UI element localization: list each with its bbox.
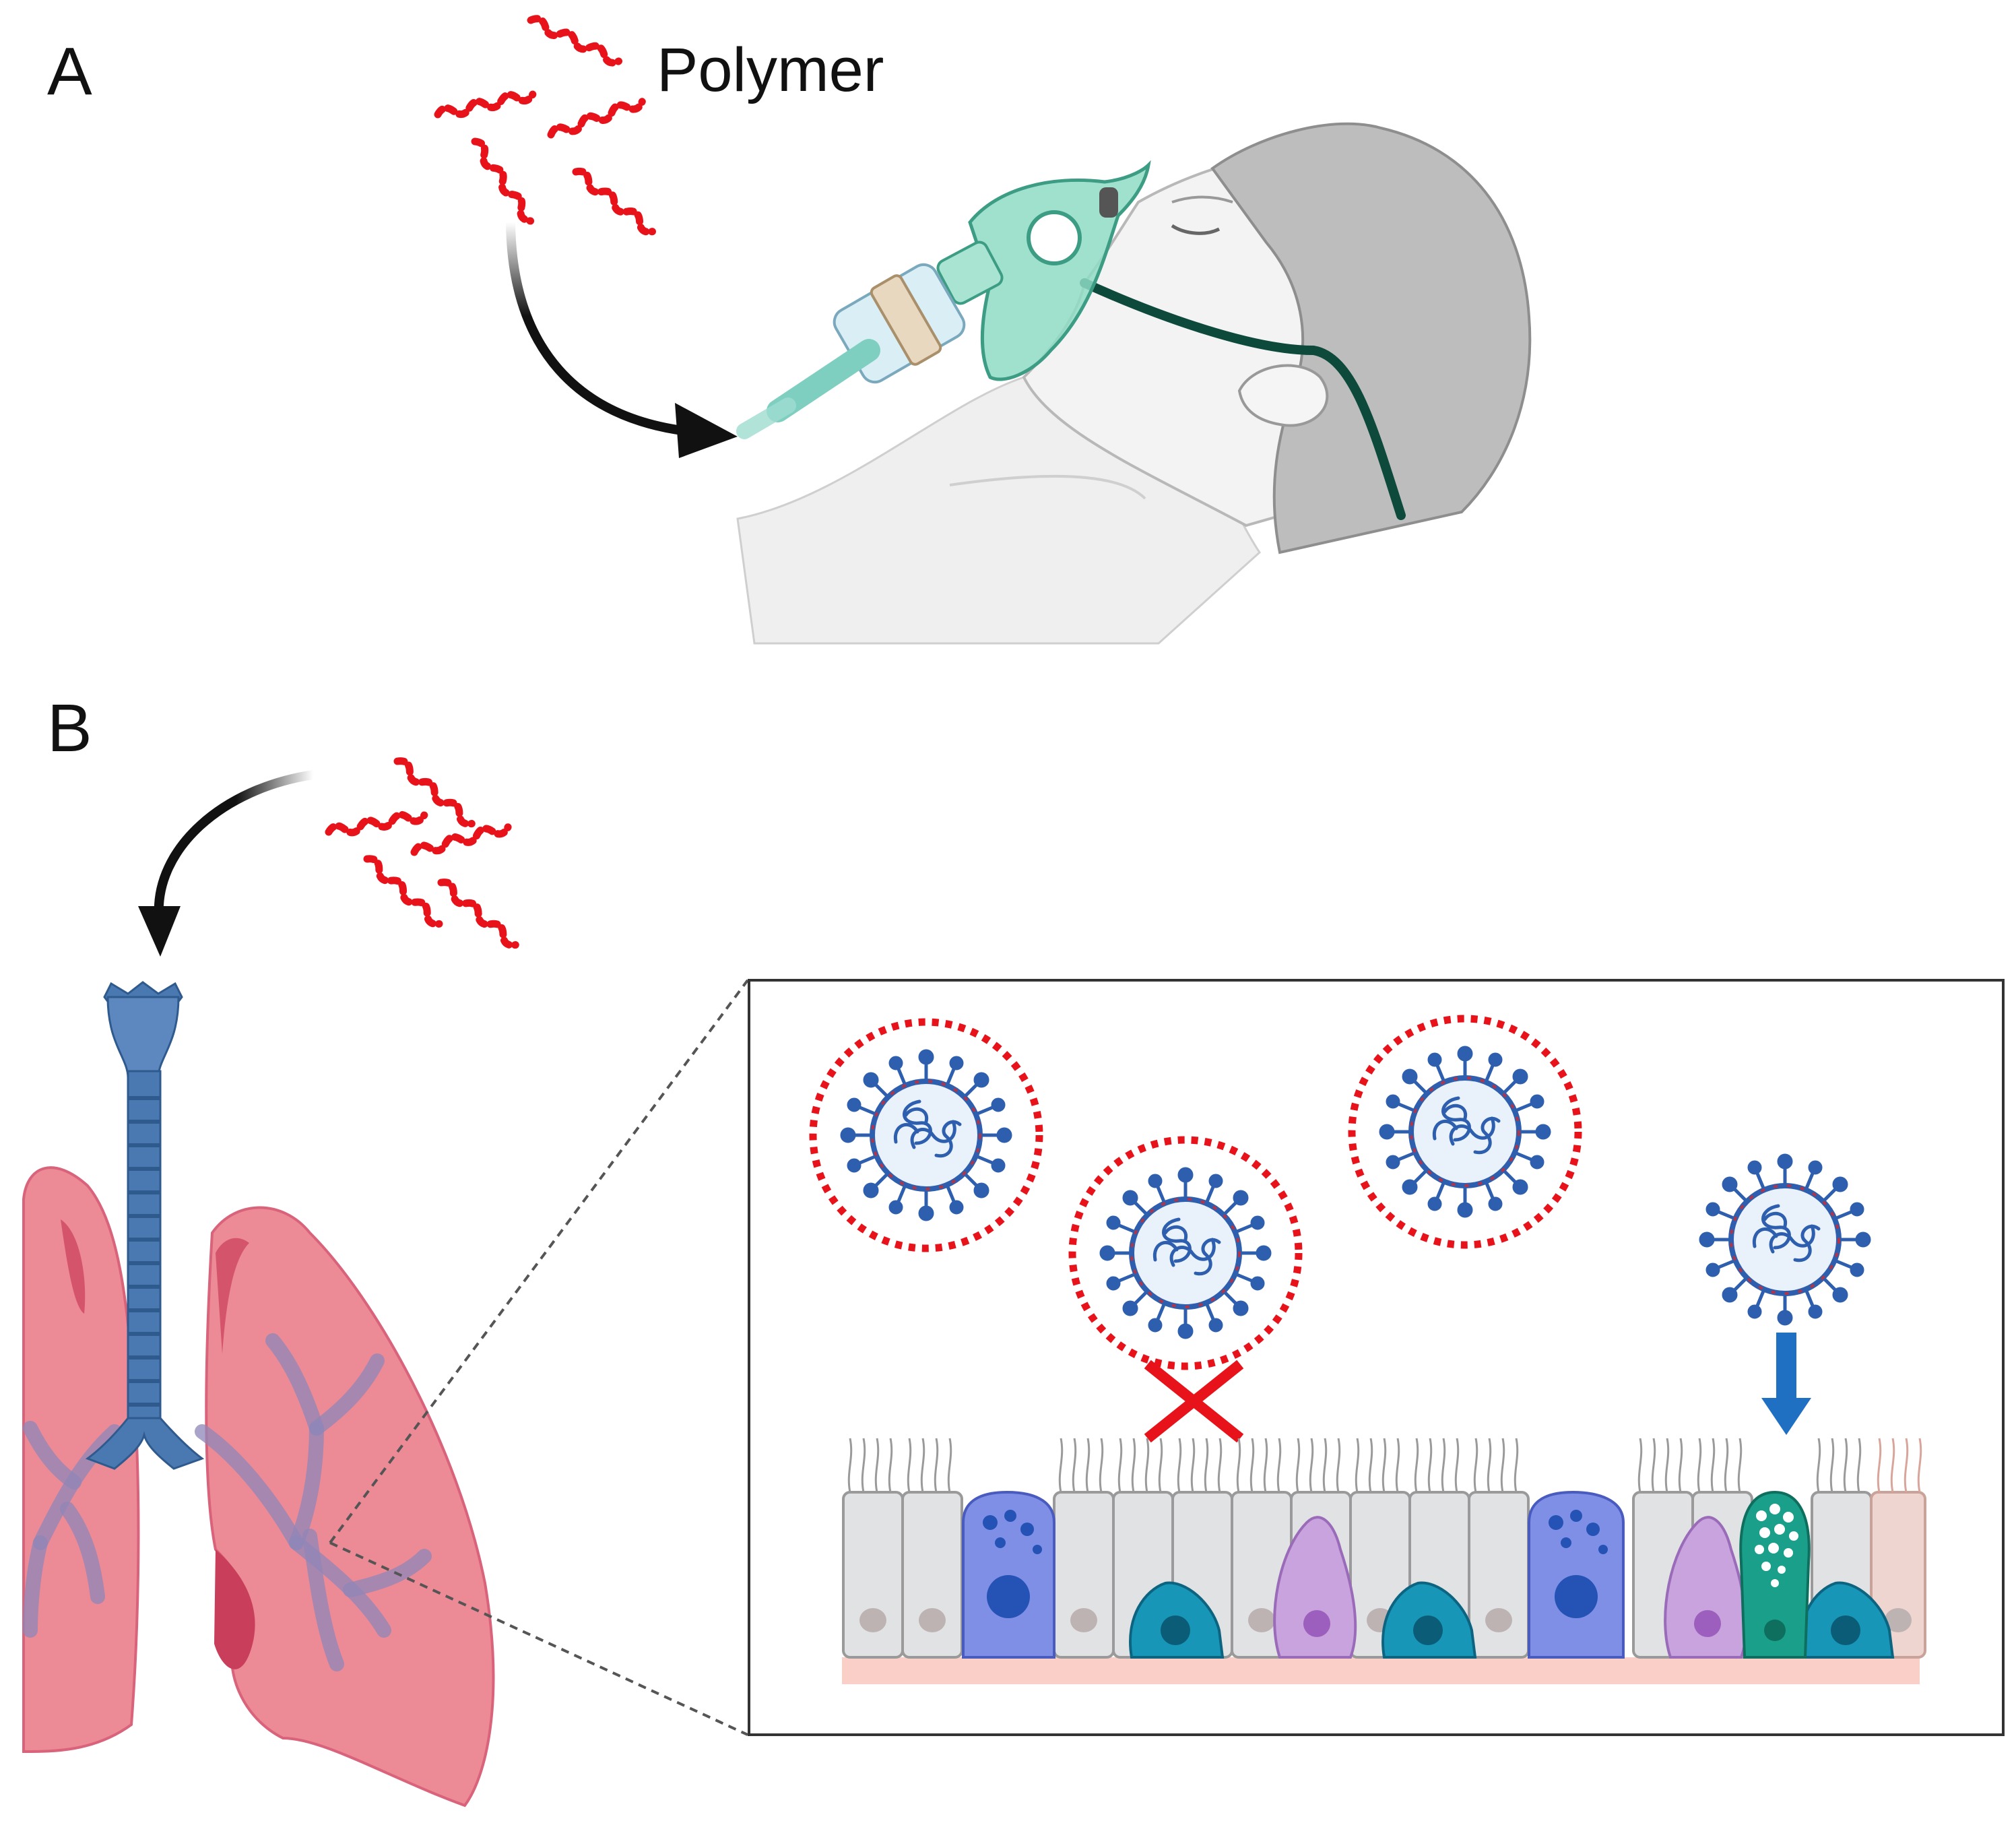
curved-arrow-icon	[506, 222, 738, 458]
polymer-chain-icon	[328, 758, 519, 949]
polymer-label: Polymer	[657, 36, 884, 104]
panel-b-letter: B	[47, 691, 92, 766]
zoom-guide	[329, 979, 749, 1736]
panel-a-letter: A	[47, 34, 92, 109]
polymer-chain-icon	[437, 16, 655, 236]
virus-icon	[1701, 1155, 1869, 1324]
coated-virus-icon	[1348, 1015, 1582, 1249]
curved-arrow-icon	[138, 770, 315, 957]
down-arrow-icon	[1761, 1333, 1811, 1435]
nebulizer-mask-icon	[736, 160, 1151, 439]
trachea-icon	[85, 981, 205, 1470]
coated-virus-icon	[1068, 1136, 1303, 1370]
x-mark-icon	[1144, 1360, 1244, 1443]
lungs-icon	[22, 981, 495, 1808]
patient-icon	[736, 122, 1532, 645]
coated-virus-icon	[809, 1018, 1043, 1252]
epithelial-cells-icon	[842, 1438, 1926, 1684]
